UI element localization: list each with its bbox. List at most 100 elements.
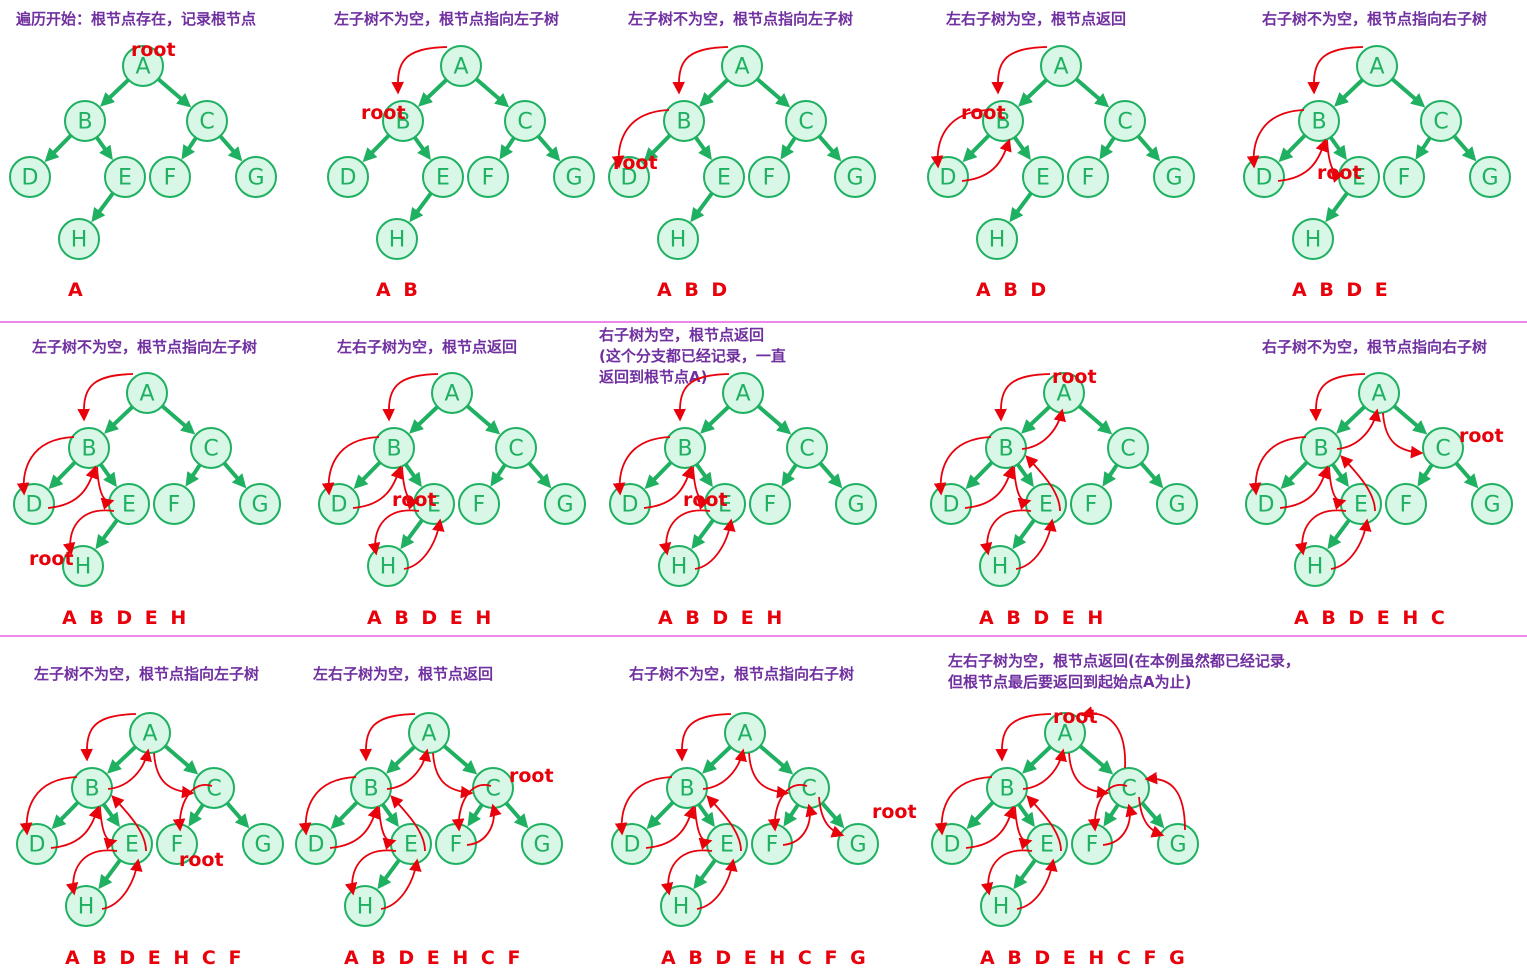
tree-edge-AB <box>107 745 137 774</box>
tree-node-G <box>835 483 877 525</box>
tree-edge-EH <box>1013 858 1037 890</box>
step-title: 左右子树为空，根节点返回 <box>336 338 517 356</box>
tree-node-label: A <box>737 722 752 747</box>
traversal-arrow-BD <box>934 776 993 836</box>
tree-node-label: G <box>1483 493 1500 518</box>
tree-edge-CF <box>781 463 798 487</box>
tree-edge-CF <box>1103 803 1120 827</box>
traversal-arrow-BE <box>1326 139 1345 183</box>
tree-edge-CG <box>1139 461 1164 489</box>
visit-sequence: A B D E H C F G <box>980 947 1188 969</box>
tree-node-D <box>9 156 51 198</box>
tree-node-label: E <box>1040 833 1054 858</box>
tree-node-label: F <box>482 166 495 191</box>
traversal-arrow-CG <box>1138 796 1165 838</box>
traversal-arrow-HE <box>403 518 445 570</box>
tree-node-label: B <box>84 777 99 802</box>
tree-edge-BE <box>94 136 113 161</box>
traversal-arrow-AC <box>153 752 195 799</box>
tree-edge-CG <box>222 461 247 489</box>
tree-edge-BE <box>380 803 399 828</box>
traversal-arrow-BD <box>19 776 78 836</box>
traversal-arrow-BE <box>1013 466 1032 510</box>
tree-node-label: F <box>766 833 779 858</box>
tree-edge-CF <box>1099 136 1116 160</box>
tree-node-label: F <box>171 833 184 858</box>
traversal-arrow-BE <box>692 466 711 510</box>
tree-edge-BE <box>693 136 712 161</box>
root-label: root <box>1053 706 1098 728</box>
tree-node-C <box>786 427 828 469</box>
root-label: root <box>509 765 554 787</box>
tree-node-label: B <box>677 437 692 462</box>
tree-node-label: A <box>139 382 154 407</box>
traversal-arrow-GC <box>1144 771 1186 831</box>
traversal-arrow-CG <box>818 796 845 838</box>
traversal-arrow-BD <box>933 436 992 496</box>
traversal-arrow-AB <box>1307 46 1364 95</box>
tree-edge-CG <box>820 801 845 829</box>
traversal-arrow-CF <box>451 784 492 832</box>
tree-node-label: E <box>427 493 441 518</box>
tree-node-label: C <box>508 437 523 462</box>
step-title: 左子树不为空，根节点指向左子树 <box>31 338 257 356</box>
tree-edge-AB <box>1018 78 1048 107</box>
tree-edge-EH <box>1012 518 1036 550</box>
tree-node-label: E <box>1352 166 1366 191</box>
tree-node-label: G <box>1169 833 1186 858</box>
traversal-arrow-AB <box>391 46 448 95</box>
tree-node-label: B <box>998 437 1013 462</box>
tree-node-F <box>748 156 790 198</box>
tree-node-label: F <box>450 833 463 858</box>
tree-node-H <box>65 885 107 927</box>
traversal-arrow-EB <box>390 795 426 852</box>
tree-node-label: H <box>380 555 397 580</box>
root-label: root <box>361 102 406 124</box>
traversal-arrow-HE <box>101 858 143 910</box>
root-label: root <box>1052 366 1097 388</box>
tree-node-label: G <box>251 493 268 518</box>
tree-edge-EH <box>690 191 714 223</box>
tree-node-F <box>467 156 509 198</box>
tree-node-label: H <box>673 895 690 920</box>
tree-edge-BD <box>966 800 995 830</box>
tree-node-E <box>104 156 146 198</box>
tree-node-label: C <box>485 777 500 802</box>
tree-edge-BD <box>1278 133 1307 163</box>
tree-edge-AC <box>160 404 196 435</box>
tree-node-label: F <box>764 493 777 518</box>
tree-node-label: D <box>29 833 46 858</box>
tree-node-label: D <box>621 166 638 191</box>
tree-edge-BD <box>644 460 673 490</box>
traversal-arrow-FC <box>466 803 502 846</box>
tree-node-label: B <box>995 110 1010 135</box>
tree-node-label: H <box>389 228 406 253</box>
tree-node-label: E <box>718 493 732 518</box>
tree-edge-CF <box>780 136 797 160</box>
tree-edge-EH <box>1327 518 1351 550</box>
tree-node-A <box>1356 45 1398 87</box>
tree-node-A <box>722 372 764 414</box>
tree-node-E <box>422 156 464 198</box>
tree-node-label: E <box>1036 166 1050 191</box>
tree-edge-AB <box>104 405 134 434</box>
traversal-arrow-DB <box>643 465 694 509</box>
tree-edge-AC <box>755 77 791 108</box>
step-title: 右子树不为空，根节点指向右子树 <box>629 665 854 683</box>
tree-edge-CF <box>185 463 202 487</box>
tree-edge-AB <box>1334 78 1364 107</box>
tree-edge-CG <box>1452 134 1477 162</box>
traversal-arrow-HE <box>1015 518 1057 570</box>
tree-node-label: B <box>999 777 1014 802</box>
tree-node-label: A <box>142 722 157 747</box>
root-label: root <box>131 39 176 61</box>
tree-node-label: C <box>1117 110 1132 135</box>
tree-node-label: B <box>77 110 92 135</box>
tree-node-label: D <box>22 166 39 191</box>
tree-node-G <box>239 483 281 525</box>
step-title: 返回到根节点A) <box>599 368 707 386</box>
